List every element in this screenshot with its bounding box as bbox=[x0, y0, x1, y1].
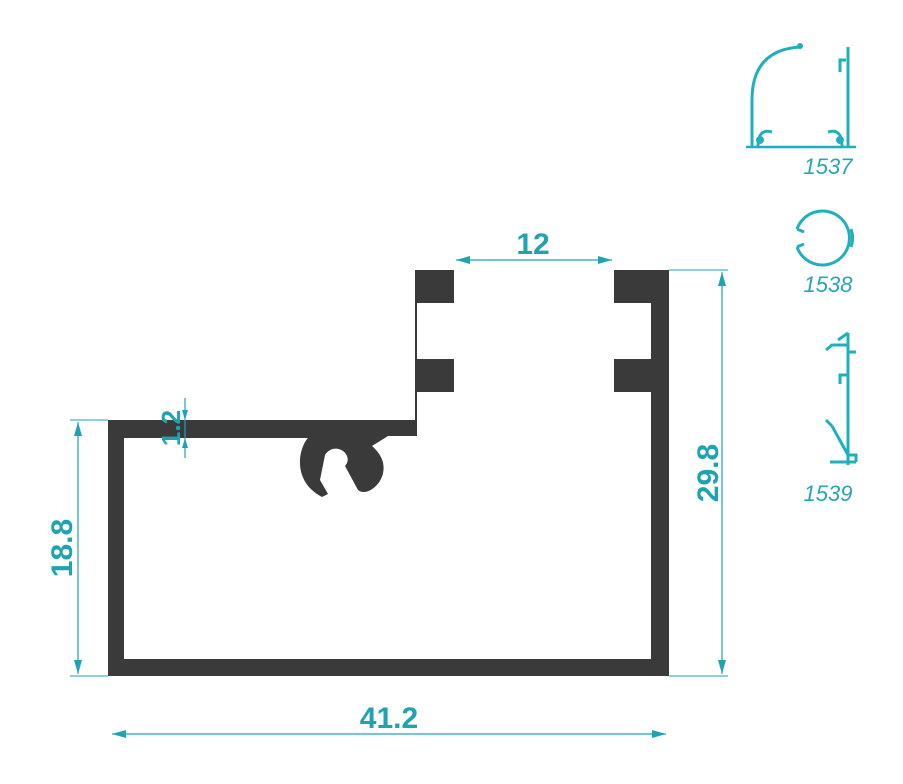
wall-arrow-top bbox=[182, 410, 188, 420]
slot-opening-label: 12 bbox=[516, 228, 549, 261]
round-cover-icon bbox=[795, 209, 854, 267]
width-arrow-right bbox=[652, 730, 666, 738]
right-height-arrow-top bbox=[718, 272, 726, 286]
overall-width-label: 41.2 bbox=[360, 702, 418, 735]
dimension-labels: 41.2 18.8 29.8 12 1.2 bbox=[46, 228, 725, 735]
slot-arrow-left bbox=[456, 256, 470, 264]
profile-body bbox=[108, 270, 669, 676]
code-1537-label: 1537 bbox=[804, 154, 854, 179]
aluminum-profile bbox=[108, 270, 669, 676]
right-height-arrow-bottom bbox=[718, 660, 726, 674]
angled-cover-icon bbox=[824, 331, 858, 465]
left-height-arrow-bottom bbox=[74, 660, 82, 674]
dimension-lines bbox=[70, 256, 728, 738]
right-height-label: 29.8 bbox=[692, 444, 725, 502]
corner-cover-icon bbox=[746, 43, 856, 149]
wall-arrow-bottom bbox=[182, 438, 188, 448]
code-1538-label: 1538 bbox=[804, 272, 854, 297]
slot-arrow-right bbox=[598, 256, 612, 264]
code-1539-label: 1539 bbox=[804, 481, 853, 506]
left-height-arrow-top bbox=[74, 422, 82, 436]
left-height-label: 18.8 bbox=[46, 519, 79, 577]
width-arrow-left bbox=[112, 730, 126, 738]
wall-thickness-label: 1.2 bbox=[156, 410, 186, 446]
